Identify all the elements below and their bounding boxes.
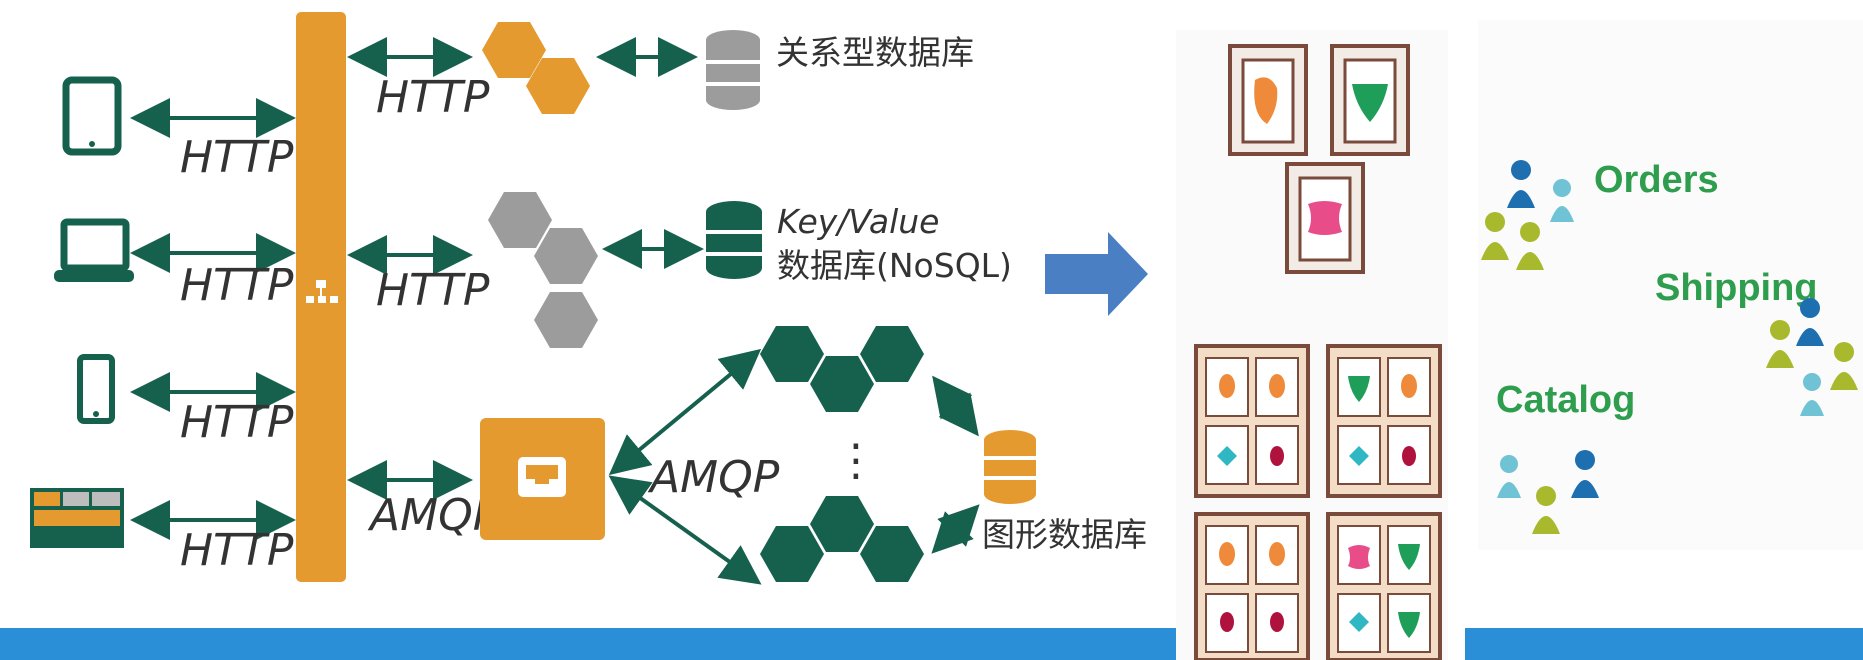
container-grid-bottom-left [1194, 512, 1310, 660]
person-pin-icon [1766, 298, 1858, 416]
container-grid-bottom-right [1326, 512, 1442, 660]
bottom-banner-right [1465, 628, 1863, 660]
big-right-arrow [1045, 232, 1148, 316]
catalog-label: Catalog [1496, 379, 1635, 421]
desktop-app-icon [30, 488, 124, 548]
phone-icon [77, 354, 115, 424]
container-box [1228, 44, 1308, 156]
teal-service-hexagons-bottom [760, 496, 924, 582]
person-pin-icon [1497, 450, 1599, 534]
http-service-label-1: HTTP [376, 72, 490, 123]
laptop-icon [54, 218, 134, 282]
database-icon [984, 430, 1036, 504]
database-icon [706, 201, 762, 279]
container-box [1285, 162, 1365, 274]
tablet-icon [62, 76, 122, 156]
orders-label: Orders [1594, 159, 1719, 201]
kv-db-label-line1: Key/Value [777, 202, 940, 241]
orange-service-hexagons [482, 22, 590, 114]
relational-db-label: 关系型数据库 [776, 33, 974, 72]
bottom-banner [0, 628, 1190, 660]
gray-service-hexagons [488, 192, 598, 348]
http-label-4: HTTP [180, 525, 294, 576]
container-box [1330, 44, 1410, 156]
shipping-label: Shipping [1655, 267, 1818, 309]
services-panel [1478, 20, 1863, 550]
http-service-label-2: HTTP [376, 265, 490, 316]
container-grid-top-left [1194, 344, 1310, 498]
person-pin-icon [1481, 160, 1574, 270]
container-grid-top-right [1326, 344, 1442, 498]
http-label-3: HTTP [180, 397, 294, 448]
database-icon [706, 30, 760, 110]
inbox-icon [518, 457, 566, 497]
teal-service-hexagons-top [760, 326, 924, 412]
ellipsis: ⋮ [834, 435, 878, 486]
amqp-queue-label: AMQP [647, 452, 780, 503]
network-icon [306, 280, 338, 303]
amqp-gateway-label: AMQP [367, 490, 500, 541]
http-label-1: HTTP [180, 132, 294, 183]
graph-db-label: 图形数据库 [982, 515, 1147, 554]
http-label-2: HTTP [180, 260, 294, 311]
kv-db-label-line2: 数据库(NoSQL) [777, 246, 1012, 285]
